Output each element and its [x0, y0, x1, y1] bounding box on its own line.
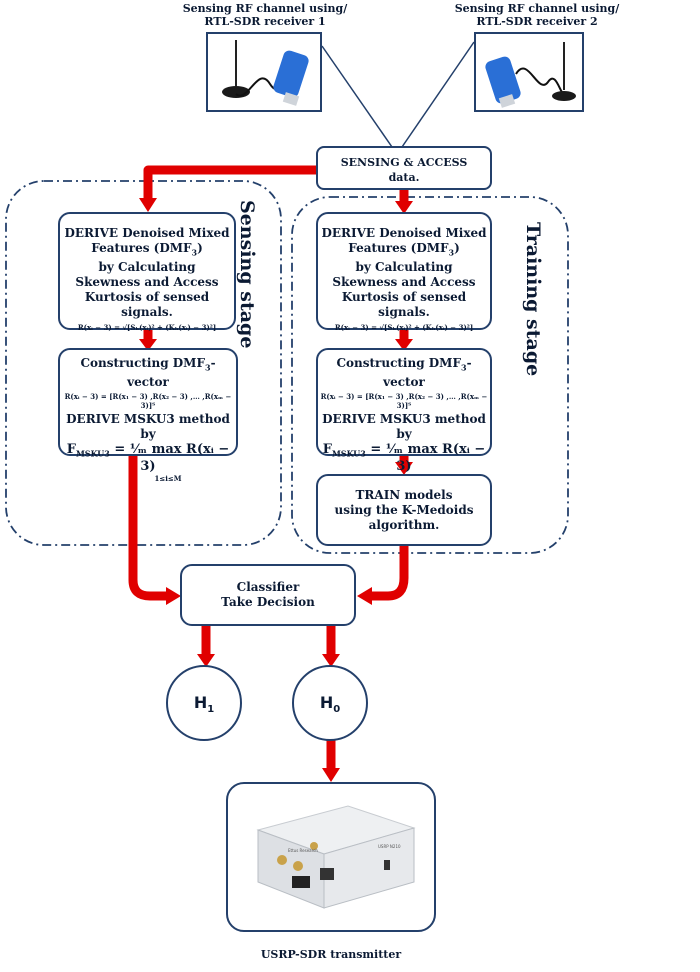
receiver2-caption-line1: Sensing RF channel using/: [454, 2, 620, 15]
derive-line5: Kurtosis of sensed signals.: [341, 290, 467, 320]
receiver1-image: [206, 32, 322, 112]
train-line3: algorithm.: [368, 518, 440, 532]
arrowhead-classifier-right: [357, 587, 372, 605]
derive-line2-end: ): [454, 241, 460, 255]
h0-label: H: [319, 693, 334, 712]
arrow-sensing-to-classifier: [128, 456, 168, 601]
construct-line2: DERIVE MSKU3 method: [322, 412, 486, 427]
arrow-access-to-sensing: [143, 165, 318, 200]
receiver2-caption: Sensing RF channel using/ RTL-SDR receiv…: [452, 2, 622, 28]
arrowhead-construct-left: [139, 339, 157, 351]
construct-line1-end: -vector: [127, 356, 216, 390]
sensing-access-line2: data.: [388, 171, 420, 184]
usrp-transmitter-image: Ettus Research USRP N210: [226, 782, 436, 932]
construct-vector: R(xᵢ − 3) = [R(x₁ − 3) ,R(x₂ − 3) ,… ,R(…: [320, 392, 488, 411]
derive-line1: DERIVE Denoised Mixed: [321, 226, 487, 240]
derive-line5: Kurtosis of sensed signals.: [84, 290, 210, 320]
derive-line1: DERIVE Denoised Mixed: [64, 226, 230, 240]
classifier-box: Classifier Take Decision: [180, 564, 356, 626]
derive-formula: R(xᵢ − 3) = √[Sₕ(xᵢ)² + (Kₕ(xᵢ) − 3)²]: [334, 323, 474, 333]
formula-lhs-sub: MSKU3: [75, 448, 110, 459]
arrowhead-sensing: [139, 198, 157, 212]
transmitter-caption: USRP-SDR transmitter: [260, 948, 402, 961]
derive-line4: Skewness and Access: [75, 275, 219, 290]
h0-sub: 0: [333, 704, 341, 716]
formula-lhs-sub: MSKU3: [331, 448, 366, 459]
derive-line2-sub: 3: [448, 247, 455, 258]
receiver2-caption-line2: RTL-SDR receiver 2: [476, 15, 598, 28]
receiver1-caption: Sensing RF channel using/ RTL-SDR receiv…: [170, 2, 360, 28]
arrow-train-to-classifier: [370, 546, 409, 601]
derive-formula: R(xᵢ − 3) = √[Sₕ(xᵢ)² + (Kₕ(xᵢ) − 3)²]: [77, 323, 217, 333]
transmitter-model: USRP N210: [378, 844, 401, 849]
construct-line1-end: -vector: [383, 356, 472, 390]
construct-line2: DERIVE MSKU3 method: [66, 412, 230, 427]
h1-sub: 1: [207, 704, 215, 716]
construct-line3: by: [396, 427, 412, 442]
derive-line2: Features (DMF3): [60, 241, 234, 260]
arrowhead-training: [395, 201, 413, 214]
construct-line1-sub: 3: [460, 362, 467, 373]
receiver2-image: [474, 32, 584, 112]
train-line1: TRAIN models: [355, 488, 453, 502]
receiver2-link: [401, 41, 475, 148]
receiver1-link: [321, 45, 393, 148]
derive-line2: Features (DMF3): [318, 241, 490, 260]
construct-formula: FMSKU3 = ¹⁄ₘ max R(xᵢ − 3): [60, 442, 236, 474]
construct-formula: FMSKU3 = ¹⁄ₘ max R(xᵢ − 3): [318, 442, 490, 474]
sensing-access-box: SENSING & ACCESS data.: [316, 146, 492, 190]
derive-line2-text: Features (DMF: [348, 241, 449, 255]
train-line2: using the K-Medoids: [334, 503, 474, 517]
derive-line2-text: Features (DMF: [91, 241, 192, 255]
train-box: TRAIN models using the K-Medoids algorit…: [316, 474, 492, 546]
arrowhead-h1: [197, 654, 215, 667]
h1-label: H: [193, 693, 208, 712]
classifier-line1: Classifier: [236, 580, 300, 594]
construct-line1-text: Constructing DMF: [80, 356, 205, 370]
formula-rhs: = ¹⁄ₘ max R(xᵢ − 3): [114, 442, 230, 474]
training-stage-label: Training stage: [522, 222, 544, 377]
sensing-stage-label: Sensing stage: [236, 200, 258, 349]
training-stage-region: [291, 196, 569, 554]
construct-line1-sub: 3: [204, 362, 211, 373]
derive-line4: Skewness and Access: [332, 275, 476, 290]
construct-line1: Constructing DMF3-vector: [60, 356, 236, 390]
derive-line2-sub: 3: [191, 247, 198, 258]
derive-line2-end: ): [197, 241, 203, 255]
derive-line3: by Calculating: [98, 260, 196, 275]
formula-lhs: F: [322, 442, 332, 458]
construct-vector: R(xᵢ − 3) = [R(x₁ − 3) ,R(x₂ − 3) ,… ,R(…: [64, 392, 232, 411]
construct-line1: Constructing DMF3-vector: [318, 356, 490, 390]
receiver1-caption-line2: RTL-SDR receiver 1: [204, 15, 326, 28]
formula-rhs: = ¹⁄ₘ max R(xᵢ − 3): [370, 442, 486, 474]
arrowhead-classifier-left: [166, 587, 181, 605]
classifier-line2: Take Decision: [221, 595, 315, 609]
transmitter-brand: Ettus Research: [288, 848, 318, 853]
h0-node: H0: [292, 665, 368, 741]
formula-range: 1≤i≤M: [154, 473, 182, 483]
derive-line3: by Calculating: [355, 260, 453, 275]
construct-line3: by: [140, 427, 156, 442]
sensing-access-line1: SENSING & ACCESS: [340, 156, 468, 169]
construct-line1-text: Constructing DMF: [336, 356, 461, 370]
arrowhead-construct-right: [395, 339, 413, 351]
construct-box-training: Constructing DMF3-vector R(xᵢ − 3) = [R(…: [316, 348, 492, 483]
derive-box-sensing: DERIVE Denoised Mixed Features (DMF3) by…: [58, 212, 236, 333]
arrowhead-h0: [322, 654, 340, 667]
formula-lhs: F: [66, 442, 76, 458]
construct-box-sensing: Constructing DMF3-vector R(xᵢ − 3) = [R(…: [58, 348, 238, 483]
derive-box-training: DERIVE Denoised Mixed Features (DMF3) by…: [316, 212, 492, 333]
arrowhead-train: [395, 462, 413, 475]
receiver1-caption-line1: Sensing RF channel using/: [182, 2, 348, 15]
h1-node: H1: [166, 665, 242, 741]
arrowhead-transmitter: [322, 768, 340, 782]
